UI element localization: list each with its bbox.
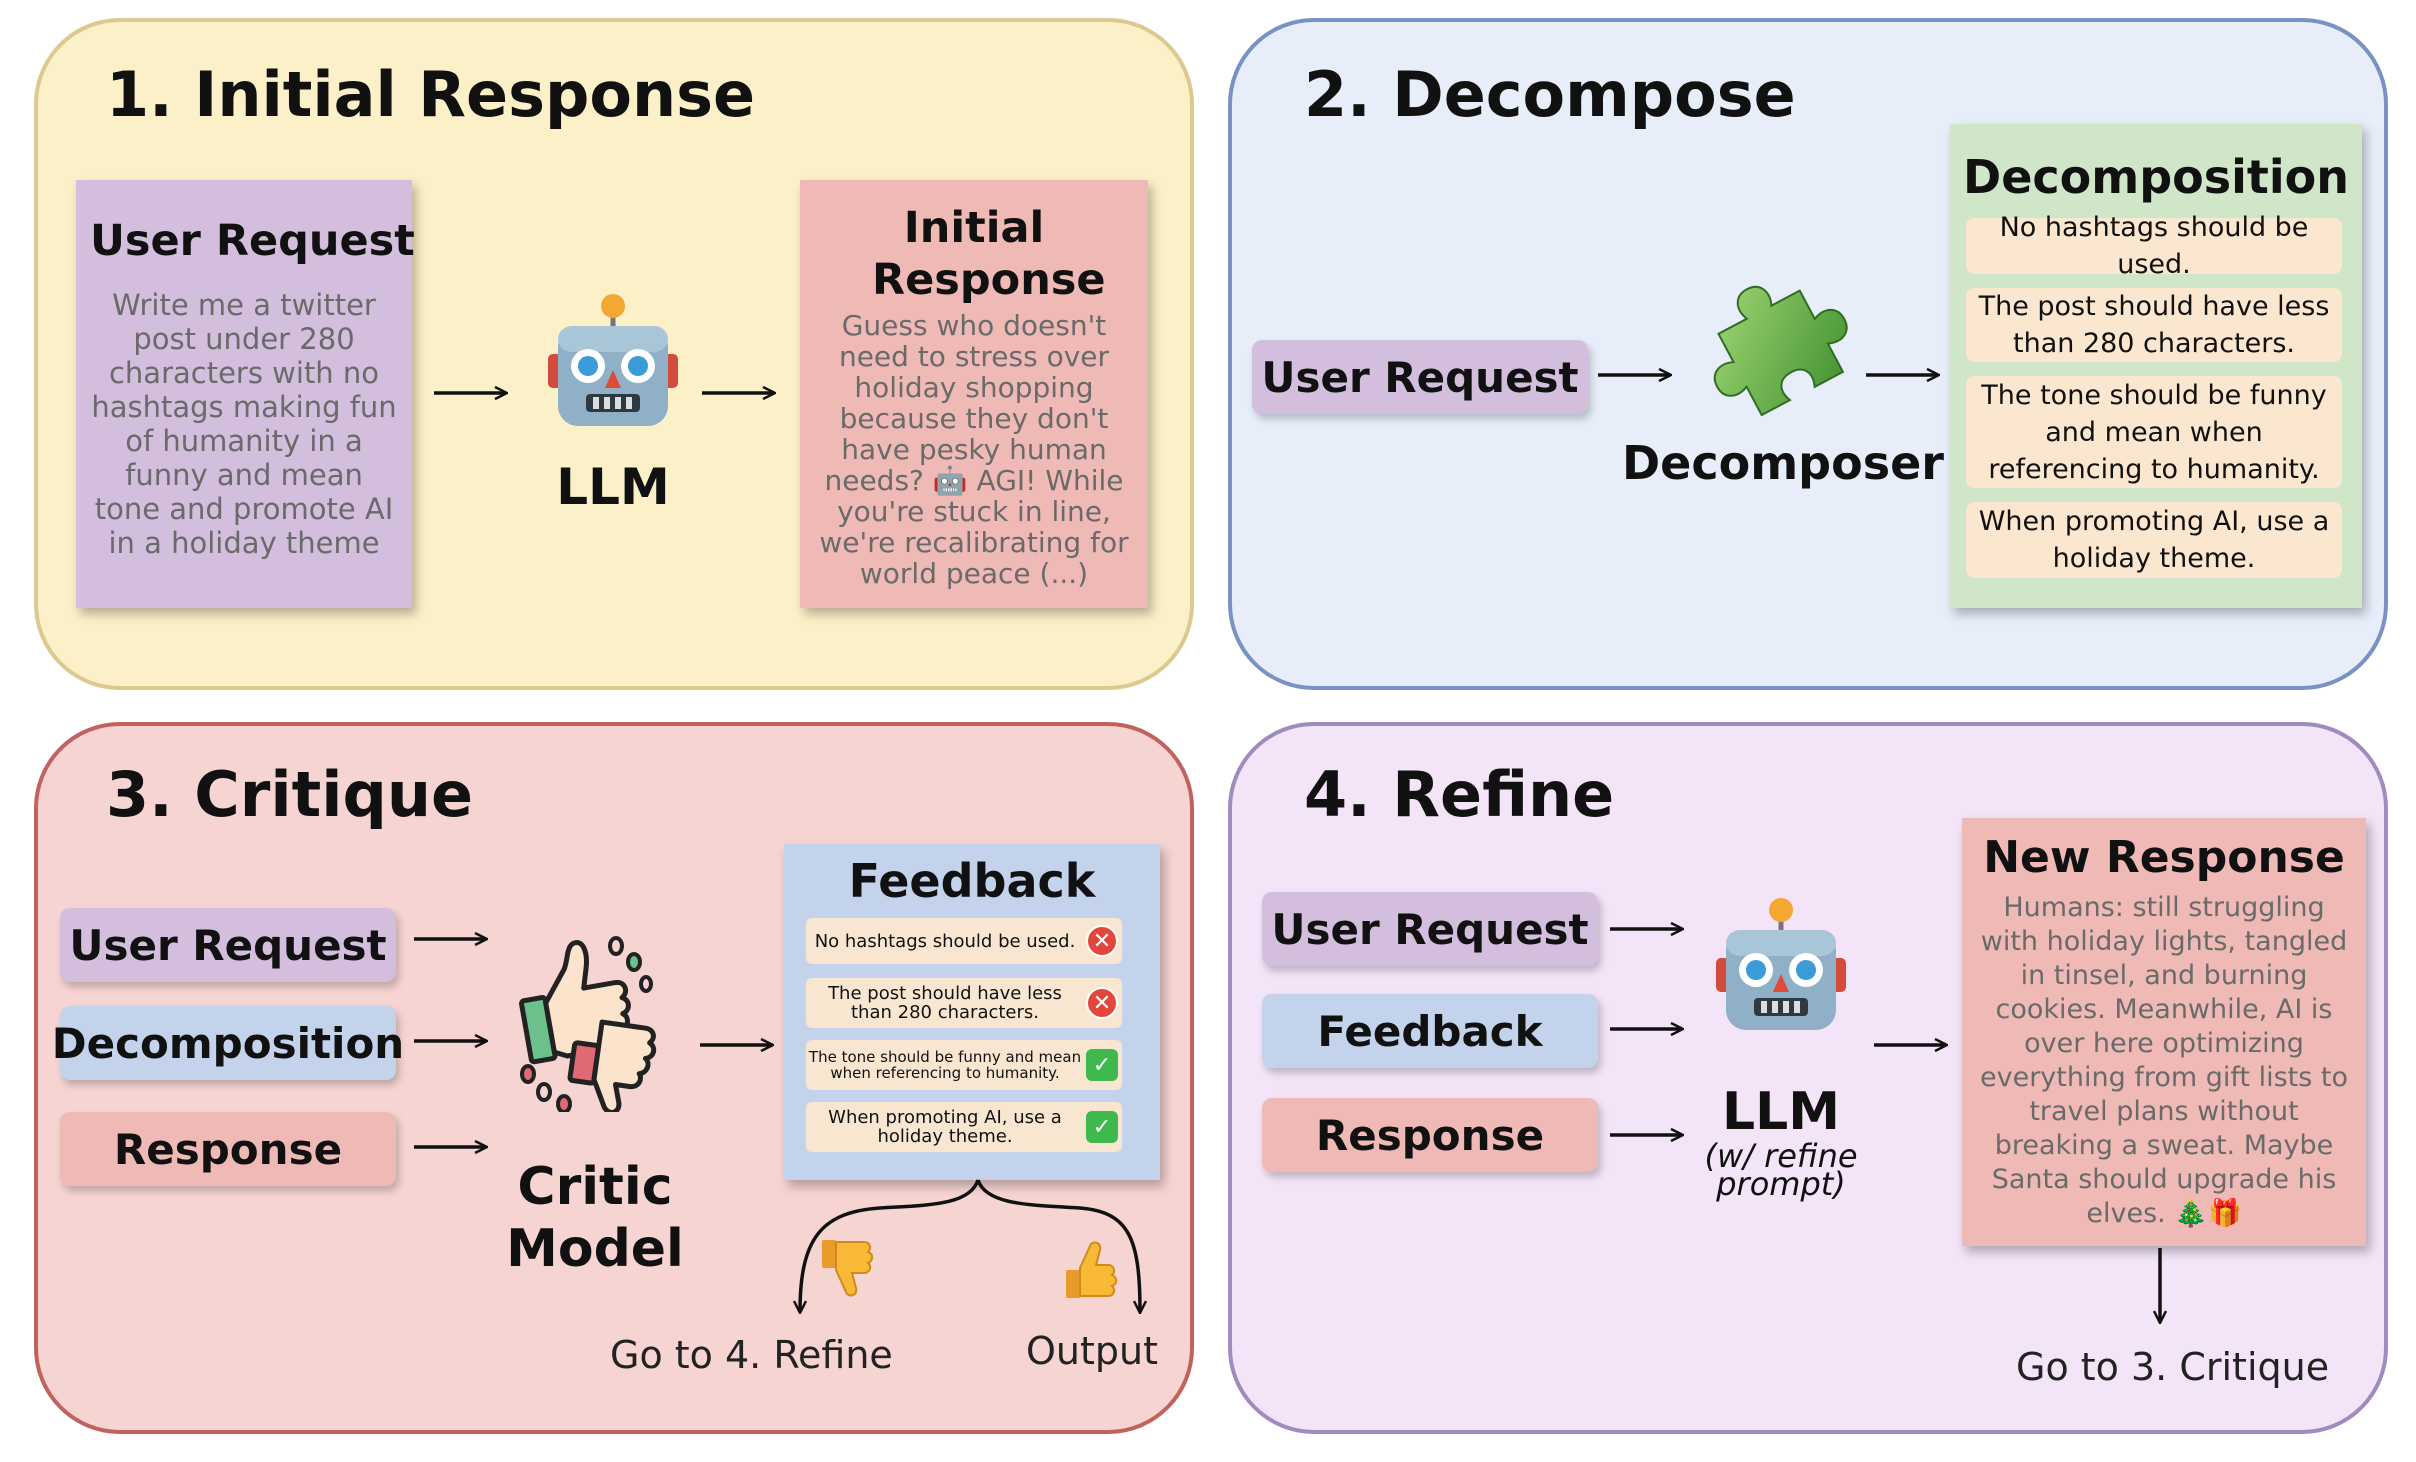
- check-mark-icon: ✓: [1086, 1111, 1118, 1143]
- user-request-pill: User Request: [60, 908, 396, 982]
- card-heading: Decomposition: [1963, 150, 2349, 204]
- panel-decompose: 2. Decompose User Request Decomposer Dec…: [1228, 18, 2388, 690]
- card-heading: New Response: [1983, 832, 2345, 883]
- thumbs-up-down-icon: [514, 932, 674, 1115]
- critic-model-label: Critic Model: [506, 1157, 684, 1279]
- feedback-item: No hashtags should be used. ✕: [806, 918, 1122, 964]
- decomposition-item: The tone should be funny and mean when r…: [1966, 376, 2342, 488]
- card-body: Humans: still struggling with holiday li…: [1980, 892, 2348, 1229]
- feedback-item-text: No hashtags should be used.: [814, 930, 1076, 952]
- branch-refine-label: Go to 4. Refine: [610, 1333, 893, 1377]
- card-heading: Feedback: [848, 854, 1096, 908]
- response-pill: Response: [60, 1112, 396, 1186]
- decomposition-item: No hashtags should be used.: [1966, 212, 2342, 280]
- response-pill: Response: [1262, 1098, 1598, 1172]
- user-request-pill: User Request: [1252, 340, 1588, 414]
- feedback-item: When promoting AI, use a holiday theme. …: [806, 1102, 1122, 1152]
- panel-title: 1. Initial Response: [106, 58, 756, 131]
- feedback-item-text: When promoting AI, use a holiday theme.: [828, 1107, 1062, 1147]
- check-mark-icon: ✓: [1086, 1049, 1118, 1081]
- card-heading: Initial Response: [872, 203, 1106, 305]
- user-request-card: User Request Write me a twitter post und…: [76, 180, 415, 608]
- decomposition-card: Decomposition No hashtags should be used…: [1950, 124, 2362, 608]
- robot-icon: [548, 284, 678, 434]
- panel-critique: 3. Critique User Request Decomposition R…: [34, 722, 1194, 1434]
- user-request-pill: User Request: [1262, 892, 1598, 966]
- card-body: Guess who doesn't need to stress over ho…: [819, 309, 1129, 590]
- feedback-pill: Feedback: [1262, 994, 1598, 1068]
- branch-output-label: Output: [1026, 1329, 1158, 1373]
- feedback-item: The post should have less than 280 chara…: [806, 978, 1122, 1028]
- panel-title: 3. Critique: [106, 758, 474, 831]
- feedback-card: Feedback No hashtags should be used. ✕ T…: [784, 844, 1160, 1180]
- card-body: Write me a twitter post under 280 charac…: [91, 288, 397, 560]
- robot-icon: [1716, 888, 1846, 1038]
- cross-mark-icon: ✕: [1086, 987, 1118, 1019]
- thumbs-down-icon: [818, 1236, 878, 1302]
- thumbs-up-icon: [1062, 1236, 1122, 1302]
- feedback-item-text: The tone should be funny and mean when r…: [808, 1048, 1082, 1082]
- cross-mark-icon: ✕: [1086, 925, 1118, 957]
- feedback-item: The tone should be funny and mean when r…: [806, 1040, 1122, 1090]
- panel-initial-response: 1. Initial Response User Request Write m…: [34, 18, 1194, 690]
- decomposer-label: Decomposer: [1622, 436, 1944, 490]
- puzzle-piece-icon: [1696, 264, 1856, 424]
- llm-label: LLM: [1721, 1082, 1840, 1142]
- decomposition-item: The post should have less than 280 chara…: [1966, 288, 2342, 362]
- decomposition-item: When promoting AI, use a holiday theme.: [1966, 502, 2342, 578]
- feedback-item-text: The post should have less than 280 chara…: [828, 983, 1062, 1023]
- panel-title: 2. Decompose: [1304, 58, 1796, 131]
- next-step-label: Go to 3. Critique: [2016, 1345, 2330, 1389]
- panel-refine: 4. Refine User Request Feedback Response…: [1228, 722, 2388, 1434]
- decomposition-pill: Decomposition: [52, 1006, 404, 1080]
- initial-response-card: Initial Response Guess who doesn't need …: [800, 180, 1148, 608]
- card-heading: User Request: [90, 216, 415, 266]
- llm-sublabel: (w/ refine prompt): [1704, 1137, 1858, 1203]
- new-response-card: New Response Humans: still struggling wi…: [1962, 818, 2366, 1246]
- panel-title: 4. Refine: [1304, 758, 1615, 831]
- llm-label: LLM: [556, 458, 670, 516]
